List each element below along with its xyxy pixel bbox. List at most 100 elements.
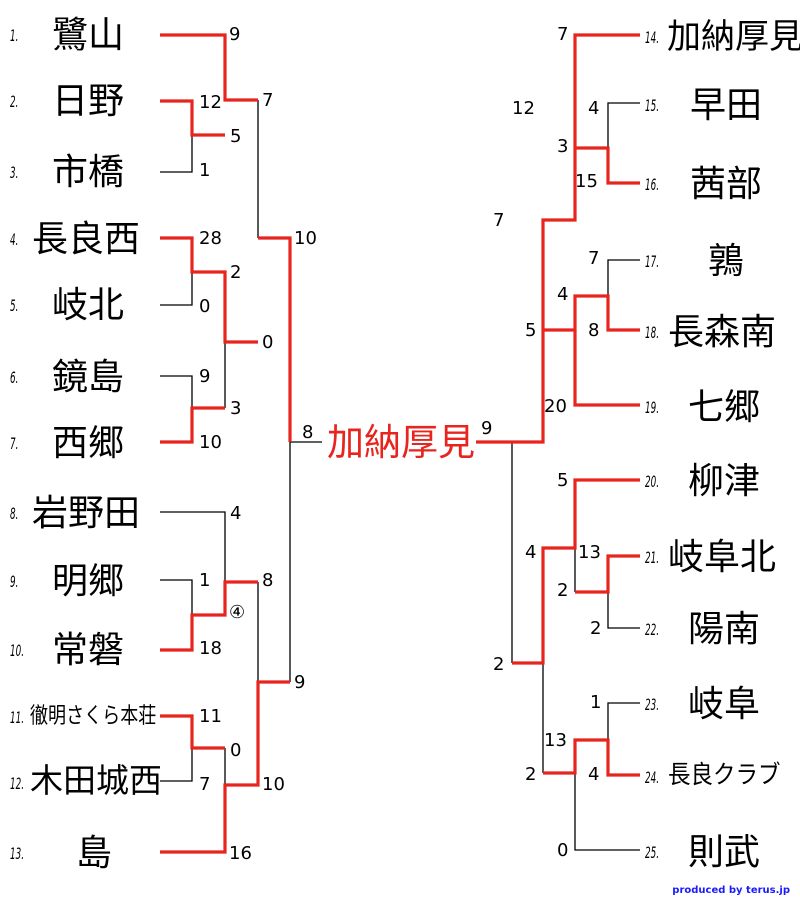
team-name: 七郷 — [688, 387, 761, 428]
score: 3 — [557, 136, 569, 157]
score: 11 — [199, 706, 222, 727]
team-name: 長良西 — [32, 219, 141, 260]
score: 10 — [294, 228, 317, 249]
score: 10 — [199, 432, 222, 453]
score: 0 — [557, 840, 569, 861]
seed-number: 20. — [645, 472, 659, 491]
team-name: 陽南 — [688, 609, 761, 650]
seed-number: 12. — [10, 774, 24, 793]
score: 5 — [230, 126, 242, 147]
score: 4 — [525, 542, 537, 563]
score: 13 — [578, 542, 601, 563]
score: 8 — [262, 570, 274, 591]
score: 12 — [199, 92, 222, 113]
score: 15 — [575, 171, 598, 192]
team-name: 鏡島 — [52, 357, 125, 398]
score: 9 — [481, 418, 493, 439]
score: 2 — [557, 580, 569, 601]
score: ④ — [229, 602, 246, 623]
team-name: 岐北 — [52, 285, 125, 326]
team-name: 長良クラブ — [668, 760, 781, 789]
score: 1 — [590, 692, 602, 713]
team-name: 日野 — [52, 81, 125, 122]
seed-number: 2. — [10, 92, 19, 111]
score: 16 — [229, 843, 252, 864]
score: 12 — [512, 98, 535, 119]
team-name: 岐阜 — [688, 684, 761, 725]
score: 0 — [199, 296, 211, 317]
team-name: 鷺山 — [52, 15, 125, 56]
seed-number: 22. — [645, 620, 659, 639]
score: 5 — [557, 470, 569, 491]
score: 10 — [262, 774, 285, 795]
score: 9 — [294, 672, 306, 693]
team-name: 西郷 — [52, 423, 125, 464]
seed-number: 23. — [645, 695, 659, 714]
team-name: 加納厚見 — [667, 17, 800, 57]
score: 0 — [230, 740, 242, 761]
team-name: 市橋 — [52, 152, 125, 193]
team-name: 則武 — [688, 832, 761, 873]
score: 9 — [199, 366, 211, 387]
score: 7 — [493, 210, 505, 231]
seed-number: 15. — [645, 96, 659, 115]
score: 2 — [525, 764, 537, 785]
seed-number: 24. — [645, 768, 659, 787]
seed-number: 7. — [10, 434, 19, 453]
seed-number: 18. — [645, 323, 659, 342]
seed-number: 21. — [645, 548, 659, 567]
score: 9 — [229, 24, 241, 45]
score: 13 — [544, 730, 567, 751]
score: 7 — [588, 248, 600, 269]
team-name: 柳津 — [688, 461, 761, 502]
score: 4 — [588, 764, 600, 785]
team-name: 島 — [76, 833, 113, 874]
score: 2 — [493, 654, 505, 675]
score: 1 — [199, 160, 211, 181]
score: 3 — [230, 398, 242, 419]
seed-number: 25. — [645, 843, 659, 862]
score: 4 — [557, 284, 569, 305]
seed-number: 11. — [10, 708, 24, 727]
seed-number: 8. — [10, 504, 19, 523]
score: 8 — [302, 422, 314, 443]
seed-number: 3. — [10, 163, 19, 182]
score: 7 — [262, 90, 274, 111]
score: 20 — [544, 396, 567, 417]
champion-label: 加納厚見 — [327, 421, 475, 464]
score: 2 — [230, 262, 242, 283]
score: 4 — [588, 98, 600, 119]
score: 7 — [199, 774, 211, 795]
seed-number: 9. — [10, 572, 19, 591]
team-name: 明郷 — [52, 561, 125, 602]
seed-number: 1. — [10, 26, 19, 45]
team-name: 鶉 — [708, 241, 745, 282]
seed-number: 5. — [10, 296, 19, 315]
score: 1 — [199, 570, 211, 591]
score: 2 — [590, 618, 602, 639]
score: 8 — [588, 320, 600, 341]
team-name: 茜部 — [690, 164, 763, 205]
team-name: 岩野田 — [32, 493, 141, 534]
score: 0 — [262, 332, 274, 353]
team-name: 早田 — [690, 85, 763, 126]
team-name: 岐阜北 — [668, 537, 777, 578]
team-name: 徹明さくら本荘 — [30, 704, 157, 729]
score: 5 — [525, 320, 537, 341]
score: 28 — [199, 228, 222, 249]
seed-number: 6. — [10, 368, 19, 387]
score: 4 — [230, 503, 242, 524]
seed-number: 17. — [645, 252, 659, 271]
seed-number: 4. — [10, 230, 19, 249]
seed-number: 14. — [645, 28, 659, 47]
seed-number: 13. — [10, 844, 24, 863]
seed-number: 16. — [645, 175, 659, 194]
team-name: 常磐 — [52, 630, 125, 671]
team-name: 木田城西 — [30, 761, 162, 800]
team-name: 長森南 — [668, 312, 777, 353]
score: 7 — [557, 24, 569, 45]
seed-number: 10. — [10, 641, 24, 660]
credit-text: produced by terus.jp — [672, 885, 790, 896]
seed-number: 19. — [645, 398, 659, 417]
